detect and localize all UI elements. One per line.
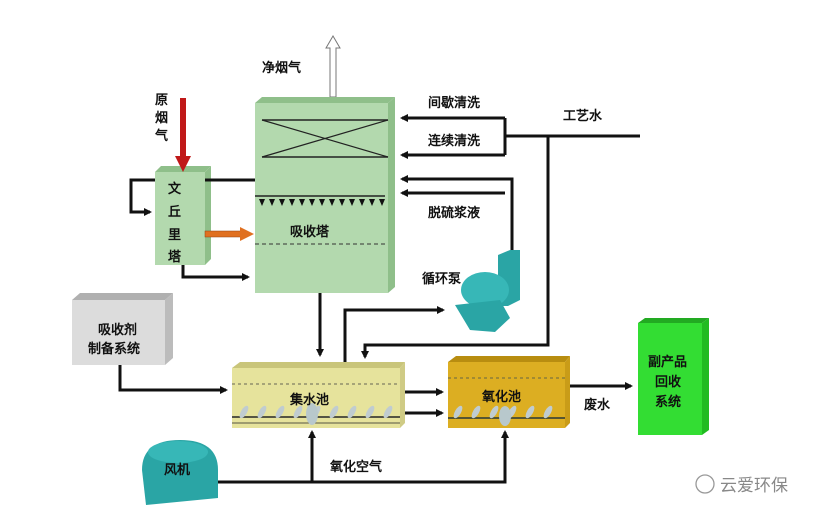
raw-gas-label-2: 烟 — [155, 111, 168, 126]
air-diffuser — [543, 405, 553, 419]
spray-nozzle — [309, 199, 315, 206]
oxidation-tank-label: 氧化池 — [481, 389, 521, 405]
byproduct-label-1: 副产品 — [648, 354, 687, 370]
oxidation-air-label: 氧化空气 — [329, 459, 382, 475]
spray-nozzle — [369, 199, 375, 206]
spray-nozzle — [349, 199, 355, 206]
absorbent-prep-system — [72, 293, 173, 365]
venturi-to-absorber-arrow — [204, 227, 254, 241]
air-diffuser — [383, 405, 393, 419]
air-diffuser — [257, 405, 267, 419]
absorber-tower — [255, 97, 395, 293]
spray-nozzle — [279, 199, 285, 206]
air-diffuser — [347, 405, 357, 419]
raw-gas-label-1: 原 — [155, 93, 168, 108]
raw-gas-label-3: 气 — [155, 128, 168, 144]
air-diffuser — [293, 405, 303, 419]
circulation-pump-label: 循环泵 — [422, 271, 461, 287]
spray-nozzle — [289, 199, 295, 206]
watermark-text: 云爱环保 — [720, 476, 788, 496]
clean-gas-label: 净烟气 — [262, 60, 301, 76]
wechat-icon — [695, 474, 715, 494]
venturi-label-2: 丘 — [168, 205, 181, 220]
fan-label: 风机 — [164, 462, 190, 478]
spray-nozzle — [339, 199, 345, 206]
byproduct-recovery-system — [638, 318, 709, 435]
spray-nozzle — [319, 199, 325, 206]
air-diffuser — [525, 405, 535, 419]
spray-nozzle — [329, 199, 335, 206]
process-water-label: 工艺水 — [563, 108, 603, 124]
absorbent-prep-label-2: 制备系统 — [88, 341, 140, 357]
air-diffuser — [471, 405, 481, 419]
spray-nozzle — [259, 199, 265, 206]
spray-nozzle — [379, 199, 385, 206]
spray-nozzle — [359, 199, 365, 206]
venturi-tower — [155, 166, 211, 265]
fan-icon — [142, 440, 218, 505]
spray-nozzle — [269, 199, 275, 206]
clean-gas-arrow — [325, 35, 341, 98]
venturi-label-3: 里 — [168, 228, 181, 243]
oxidation-tank — [448, 356, 570, 428]
air-diffuser — [453, 405, 463, 419]
spray-nozzles — [259, 199, 385, 206]
collection-tank — [232, 362, 405, 428]
absorber-label: 吸收塔 — [290, 224, 330, 240]
venturi-label-1: 文 — [168, 181, 182, 197]
spray-nozzle — [299, 199, 305, 206]
intermittent-wash-label: 间歇清洗 — [428, 95, 480, 111]
air-diffuser — [489, 405, 499, 419]
raw-gas-arrow — [175, 98, 191, 172]
air-diffuser — [329, 405, 339, 419]
slurry-label: 脱硫浆液 — [428, 205, 480, 221]
collection-tank-label: 集水池 — [289, 392, 329, 408]
venturi-label-4: 塔 — [168, 249, 182, 265]
absorbent-prep-label-1: 吸收剂 — [98, 322, 137, 338]
byproduct-label-3: 系统 — [655, 394, 681, 410]
air-diffuser — [239, 405, 249, 419]
flow-lines — [118, 114, 640, 484]
air-diffuser — [275, 405, 285, 419]
air-diffuser — [365, 405, 375, 419]
wastewater-label: 废水 — [584, 397, 611, 413]
circulation-pump-icon — [455, 250, 520, 332]
watermark: 云爱环保 — [695, 474, 788, 496]
byproduct-label-2: 回收 — [655, 374, 682, 390]
continuous-wash-label: 连续清洗 — [428, 133, 480, 149]
